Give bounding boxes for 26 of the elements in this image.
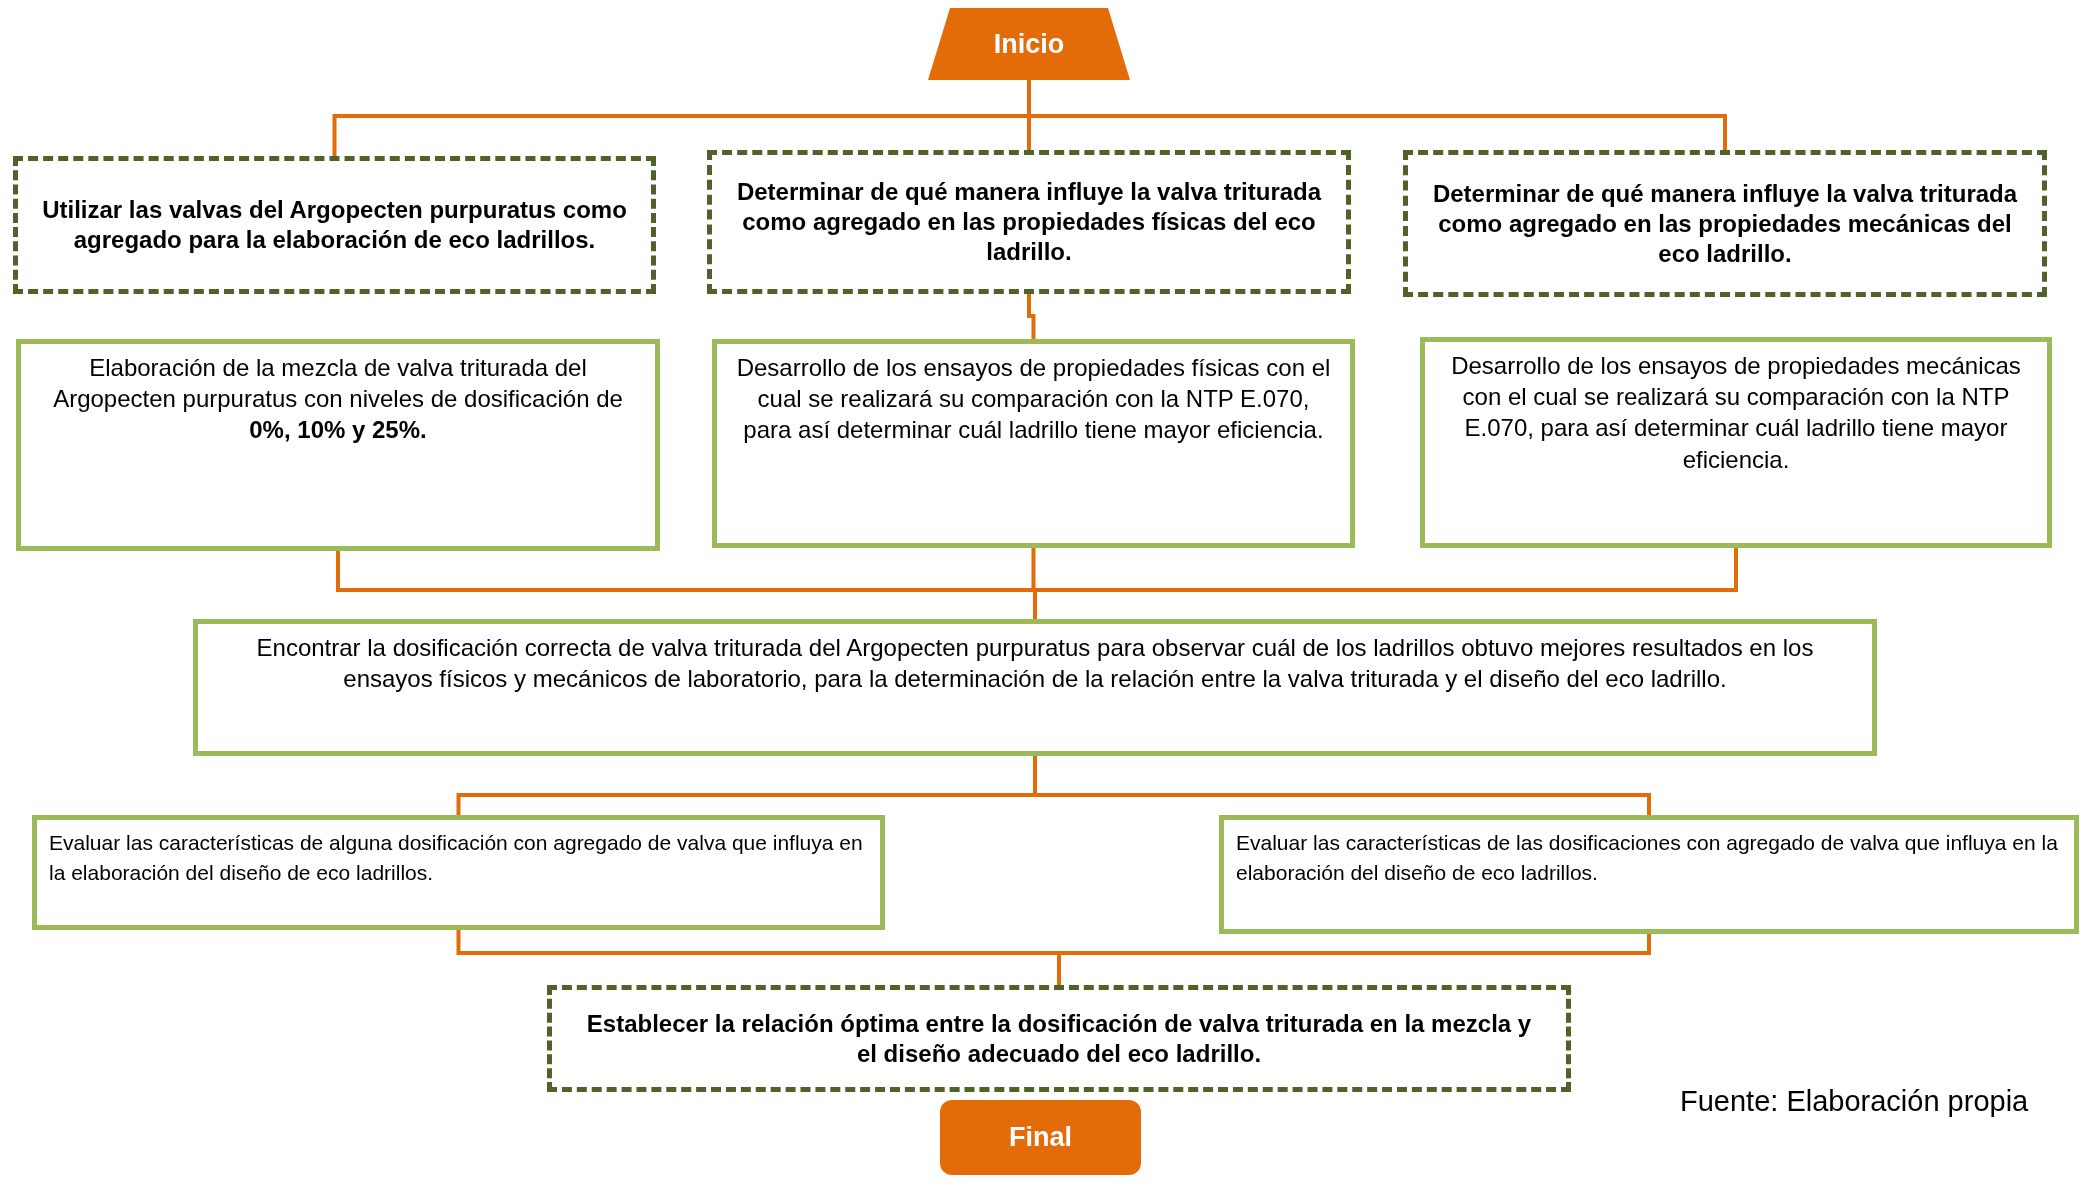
objective-box bbox=[707, 150, 1351, 294]
objective-box bbox=[547, 985, 1571, 1092]
node-text: Evaluar las características de las dosificaciones con agregado de valva que influya en la elaboración del diseño de eco ladrillos. bbox=[1236, 830, 2059, 887]
process-box bbox=[32, 815, 885, 930]
objective-box bbox=[1403, 150, 2047, 297]
node-text: Determinar de qué manera influye la valva triturada como agregado en las propiedades físicas del eco ladrillo. bbox=[736, 177, 1322, 267]
node-text: Encontrar la dosificación correcta de valva triturada del Argopecten purpuratus para observar cuál de los ladrillos obtuvo mejores resultados en los ensayos físicos y mecánicos de laboratorio, para la determinación de la relación entre la valva triturada y el diseño del eco ladrillo. bbox=[255, 633, 1815, 695]
source-note: Fuente: Elaboración propia bbox=[1680, 1084, 2029, 1119]
process-box bbox=[1420, 337, 2052, 548]
node-text: Desarrollo de los ensayos de propiedades físicas con el cual se realizará su comparación con la NTP E.070, para así determinar cuál ladrillo tiene mayor eficiencia. bbox=[735, 353, 1332, 446]
process-box bbox=[16, 339, 660, 551]
node-text: Establecer la relación óptima entre la dosificación de valva triturada en la mezcla y el diseño adecuado del eco ladrillo. bbox=[585, 1008, 1533, 1069]
node-text: Inicio bbox=[993, 27, 1065, 61]
node-text: Evaluar las características de alguna dosificación con agregado de valva que influya en la elaboración del diseño de eco ladrillos. bbox=[49, 830, 864, 887]
node-text: Final bbox=[1009, 1121, 1072, 1155]
connector-line bbox=[1027, 294, 1036, 339]
node-text: Elaboración de la mezcla de valva triturada del Argopecten purpuratus con niveles de dosificación de 0%, 10% y 25%. bbox=[52, 353, 624, 446]
node-text: Determinar de qué manera influye la valva triturada como agregado en las propiedades mecánicas del eco ladrillo. bbox=[1432, 178, 2018, 269]
start-trapezoid bbox=[928, 8, 1130, 80]
node-text: Utilizar las valvas del Argopecten purpuratus como agregado para la elaboración de eco ladrillos. bbox=[42, 195, 627, 255]
process-box bbox=[712, 339, 1355, 548]
end-terminal bbox=[940, 1100, 1141, 1175]
process-box bbox=[1219, 815, 2079, 934]
node-text: Desarrollo de los ensayos de propiedades mecánicas con el cual se realizará su comparación con la NTP E.070, para así determinar cuál ladrillo tiene mayor eficiencia. bbox=[1450, 351, 2022, 475]
process-box bbox=[193, 619, 1877, 756]
objective-box bbox=[13, 156, 656, 294]
